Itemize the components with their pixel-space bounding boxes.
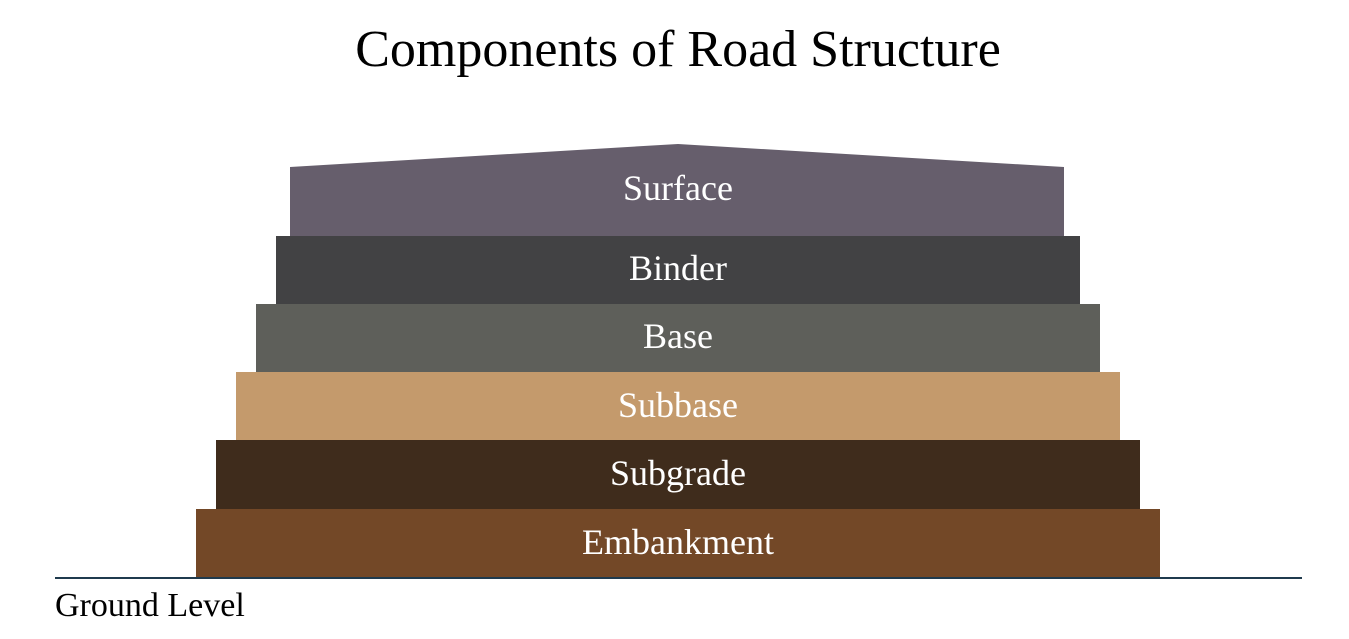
subgrade-label: Subgrade (610, 453, 746, 493)
layer-embankment: Embankment (196, 509, 1160, 578)
surface-label: Surface (623, 168, 733, 208)
layer-subbase: Subbase (236, 372, 1120, 440)
base-shape (256, 304, 1100, 372)
layer-base: Base (256, 304, 1100, 372)
embankment-shape (196, 509, 1160, 578)
base-label: Base (643, 316, 713, 356)
binder-shape (276, 236, 1080, 304)
ground-level-label: Ground Level (55, 587, 245, 624)
subgrade-shape (216, 440, 1140, 509)
subbase-shape (236, 372, 1120, 440)
diagram-title: Components of Road Structure (355, 21, 1001, 78)
embankment-label: Embankment (582, 522, 774, 562)
layer-surface: Surface (290, 144, 1064, 236)
subbase-label: Subbase (618, 385, 738, 425)
layer-binder: Binder (276, 236, 1080, 304)
surface-shape (290, 144, 1064, 236)
layer-subgrade: Subgrade (216, 440, 1140, 509)
binder-label: Binder (629, 248, 727, 288)
